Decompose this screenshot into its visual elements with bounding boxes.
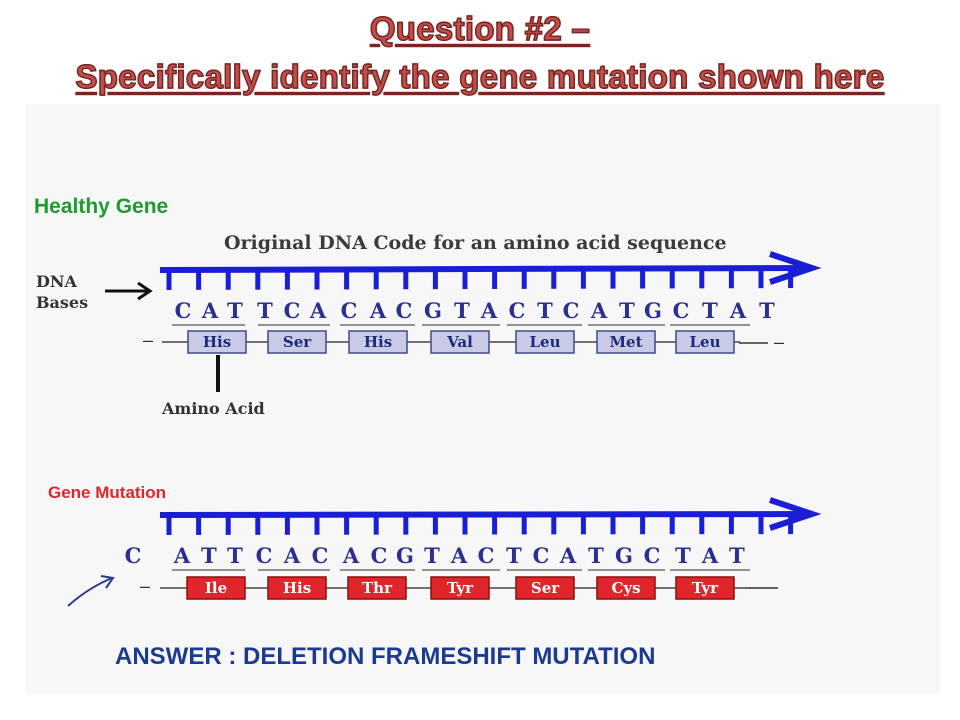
strand-arrowhead-icon xyxy=(769,497,822,531)
amino-acid-box xyxy=(347,576,407,600)
amino-acid-name: Thr xyxy=(362,579,393,597)
dna-base: A xyxy=(201,298,219,323)
dna-base: T xyxy=(537,298,553,323)
amino-acid-box xyxy=(596,576,656,600)
dna-base: A xyxy=(450,543,468,568)
dna-base: T xyxy=(424,543,440,568)
amino-acid-name: Cys xyxy=(611,579,640,597)
dna-base: T xyxy=(619,298,635,323)
strand-arrowhead-icon xyxy=(769,251,822,285)
amino-acid-box xyxy=(675,576,735,600)
curved-arrow-icon xyxy=(67,577,113,607)
dna-base: A xyxy=(480,298,498,323)
dna-base: A xyxy=(701,543,719,568)
amino-acid-box xyxy=(430,330,490,354)
curved-arrow-head-icon xyxy=(100,575,115,589)
dna-base: C xyxy=(175,298,192,323)
amino-acid-box xyxy=(515,330,575,354)
dash-right: – xyxy=(774,332,784,352)
dna-base: T xyxy=(729,543,745,568)
dna-base: T xyxy=(759,298,775,323)
dna-base: C xyxy=(371,543,388,568)
amino-acid-box xyxy=(267,330,327,354)
amino-acid-name: Tyr xyxy=(692,579,719,597)
dna-base: C xyxy=(284,298,301,323)
amino-acid-name: Ser xyxy=(283,333,312,351)
dna-base: A xyxy=(369,298,387,323)
dna-base: T xyxy=(702,298,718,323)
dna-base: T xyxy=(257,298,273,323)
dna-base: C xyxy=(533,543,550,568)
dna-base: A xyxy=(309,298,327,323)
dna-base: T xyxy=(506,543,522,568)
pointer-arrow-right-icon xyxy=(105,281,153,301)
dna-base: T xyxy=(227,543,243,568)
dna-base: C xyxy=(509,298,526,323)
dna-base: T xyxy=(454,298,470,323)
amino-acid-box xyxy=(187,330,247,354)
dna-base: A xyxy=(590,298,608,323)
answer-text: ANSWER : DELETION FRAMESHIFT MUTATION xyxy=(115,643,656,670)
amino-acid-name: His xyxy=(203,333,231,351)
dash-left: – xyxy=(143,330,153,350)
amino-acid-name: Leu xyxy=(530,333,561,351)
amino-acid-name: Ser xyxy=(531,579,560,597)
amino-acid-name: Val xyxy=(446,333,473,351)
dna-base: G xyxy=(424,298,442,323)
dna-base: A xyxy=(559,543,577,568)
dna-base: C xyxy=(563,298,580,323)
title-line-2: Specifically identify the gene mutation … xyxy=(75,57,885,95)
dna-base: A xyxy=(173,543,191,568)
amino-acid-box xyxy=(267,576,327,600)
amino-acid-box xyxy=(430,576,490,600)
amino-acid-box xyxy=(515,576,575,600)
amino-acid-label: Amino Acid xyxy=(161,399,265,418)
amino-acid-name: Met xyxy=(609,333,642,351)
dna-label-line2: Bases xyxy=(36,293,88,312)
amino-acid-name: Ile xyxy=(205,579,227,597)
dash-left-mutated: – xyxy=(140,576,150,596)
dna-base: A xyxy=(342,543,360,568)
dna-base: A xyxy=(729,298,747,323)
dna-base: C xyxy=(478,543,495,568)
gene-mutation-label: Gene Mutation xyxy=(48,483,167,502)
dna-base: C xyxy=(125,543,142,568)
dna-base: T xyxy=(675,543,691,568)
amino-acid-box xyxy=(186,576,246,600)
dna-base: T xyxy=(201,543,217,568)
dna-label-line1: DNA xyxy=(36,272,78,291)
dna-base: T xyxy=(588,543,604,568)
healthy-gene-label: Healthy Gene xyxy=(34,195,169,218)
dna-base: A xyxy=(283,543,301,568)
dna-base: C xyxy=(312,543,329,568)
amino-acid-box xyxy=(675,330,735,354)
dna-base: G xyxy=(644,298,662,323)
amino-acid-name: Leu xyxy=(690,333,721,351)
dna-base: C xyxy=(644,543,661,568)
dna-base: G xyxy=(615,543,633,568)
dna-base: G xyxy=(396,543,414,568)
dna-base: T xyxy=(227,298,243,323)
title-line-1: Question #2 – xyxy=(369,9,591,47)
dna-base: C xyxy=(673,298,690,323)
diagram-heading: Original DNA Code for an amino acid sequ… xyxy=(224,232,727,254)
amino-acid-box xyxy=(596,330,656,354)
dna-base: C xyxy=(396,298,413,323)
dna-base: C xyxy=(341,298,358,323)
amino-acid-name: Tyr xyxy=(447,579,474,597)
dna-base: C xyxy=(256,543,273,568)
amino-acid-name: His xyxy=(283,579,311,597)
amino-acid-box xyxy=(348,330,408,354)
amino-acid-name: His xyxy=(364,333,392,351)
